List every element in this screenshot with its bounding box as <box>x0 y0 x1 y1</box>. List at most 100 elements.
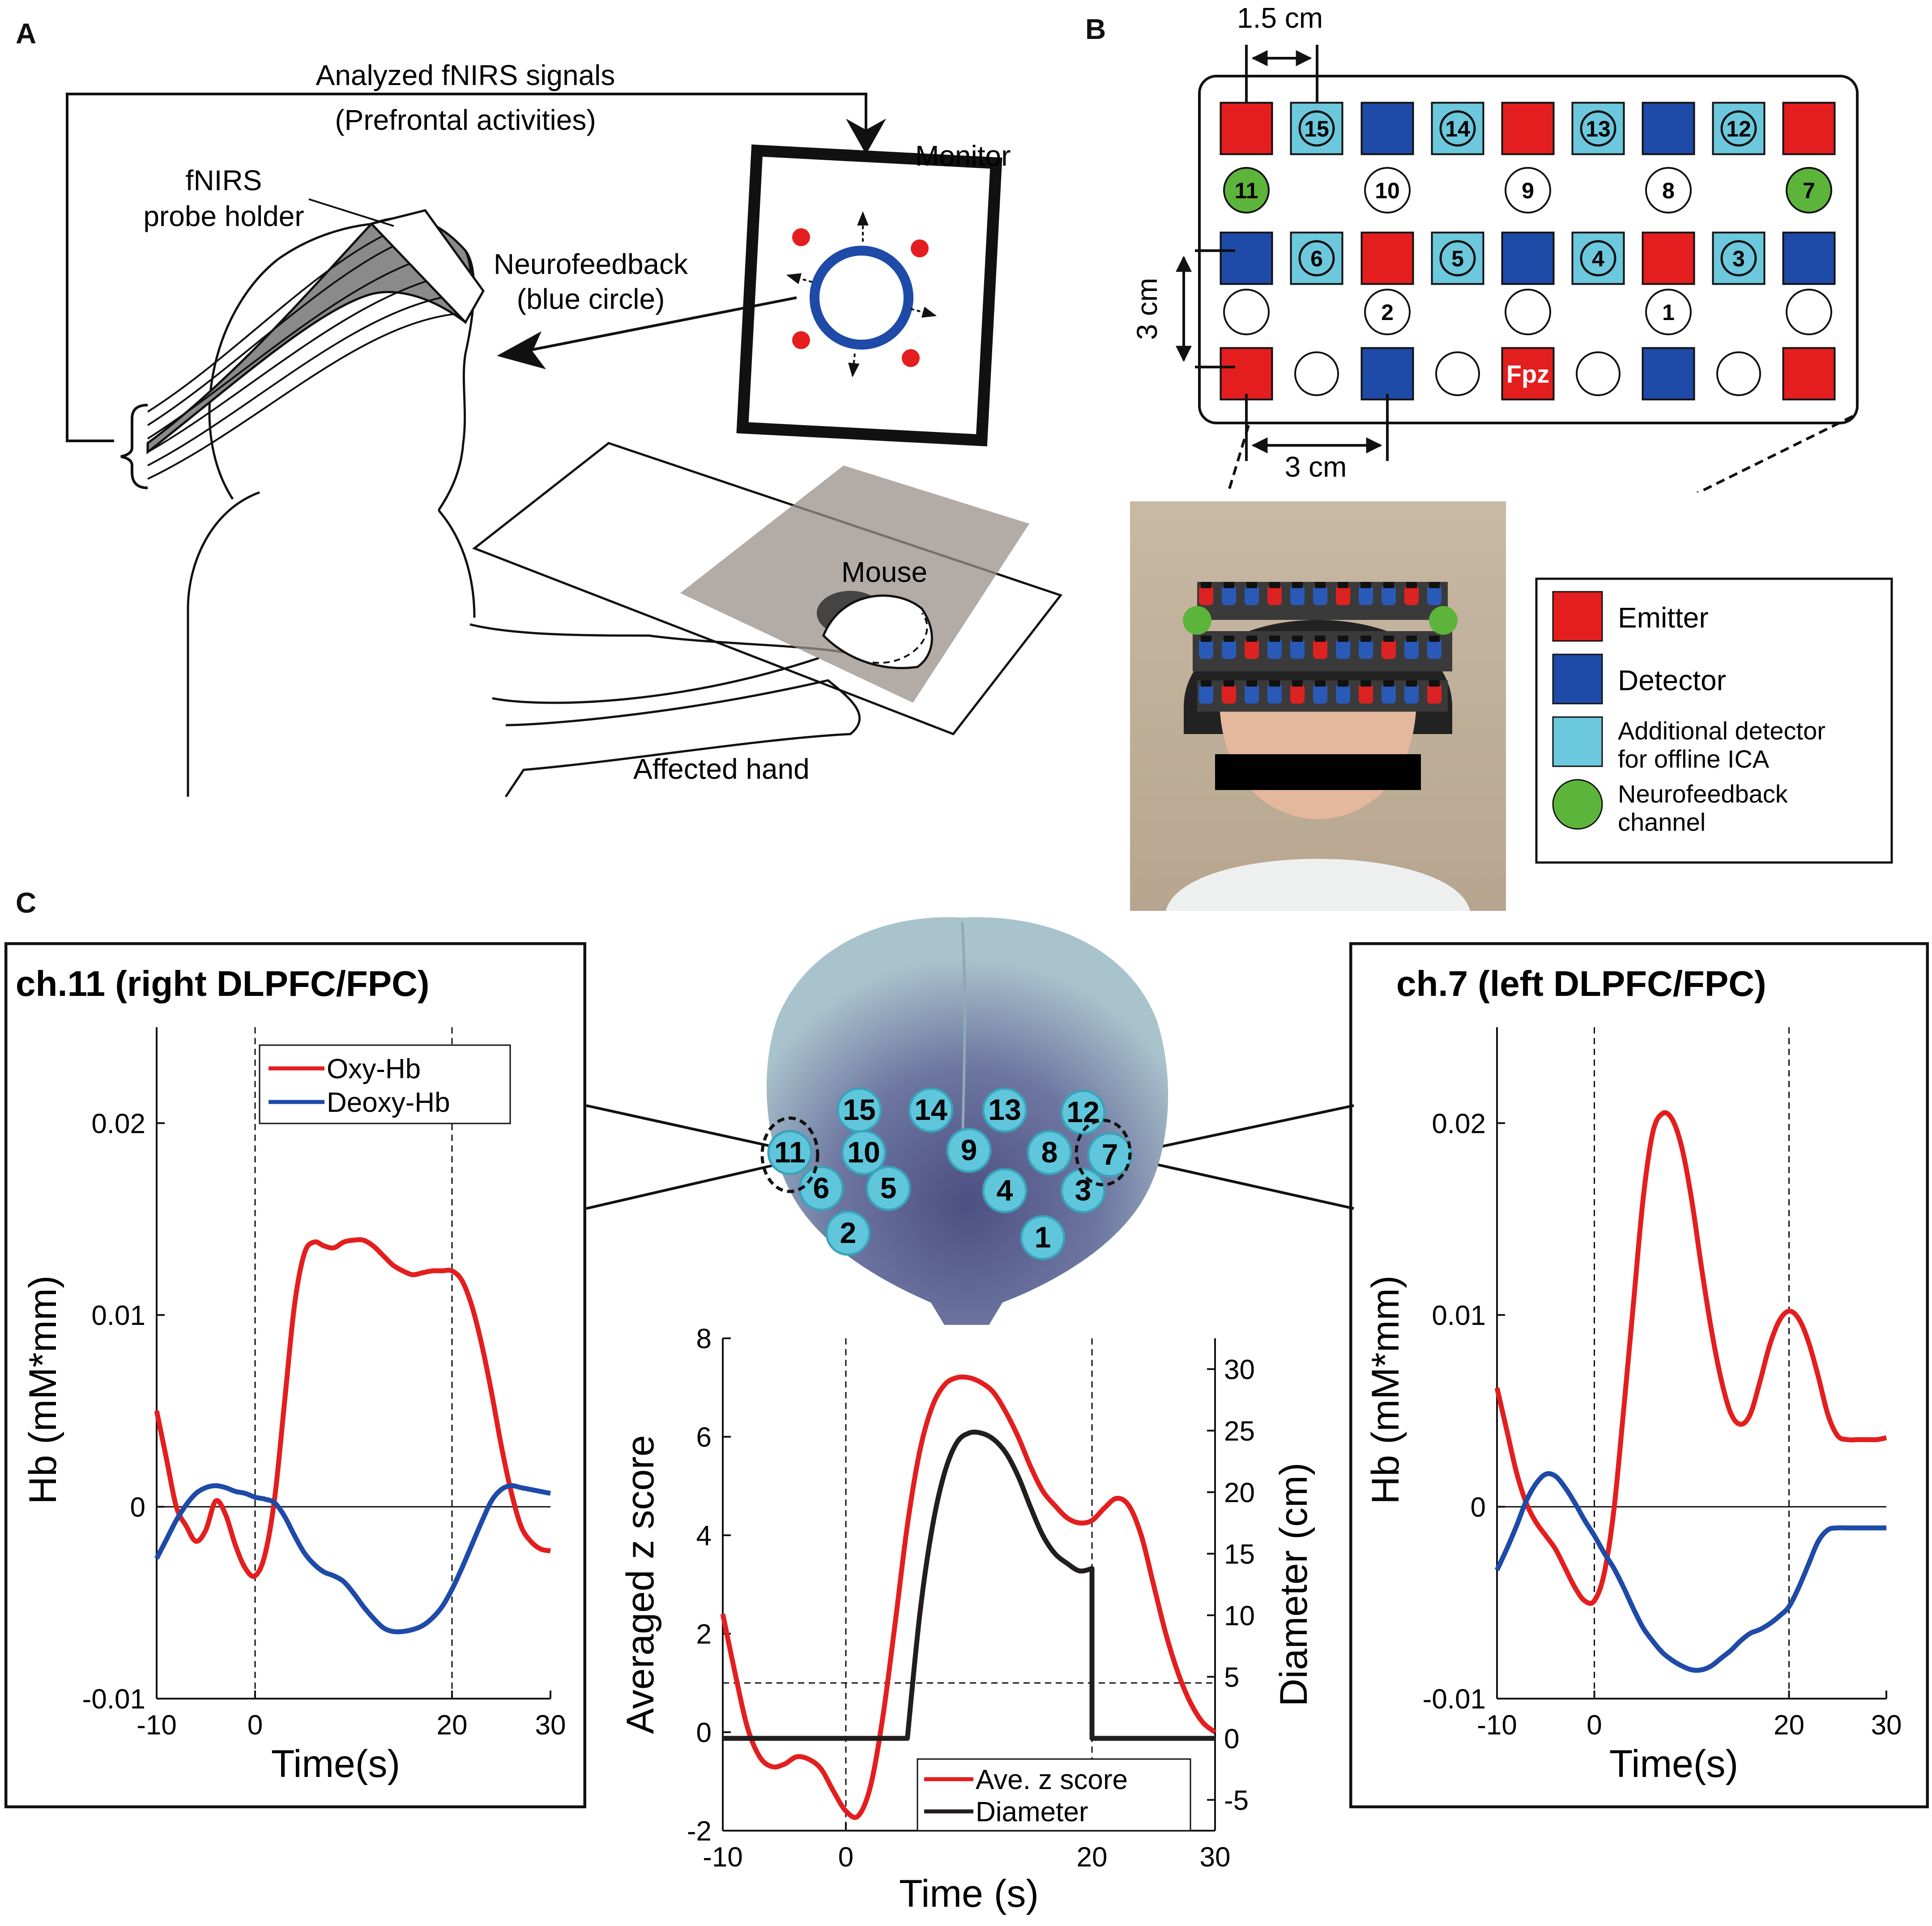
row1-emitter-8 <box>1782 102 1836 155</box>
row1-detector-2 <box>1361 102 1414 155</box>
z-y2tick: 5 <box>1224 1662 1239 1693</box>
z-y2tick: 15 <box>1224 1539 1255 1570</box>
z-y2tick: 0 <box>1224 1724 1239 1755</box>
brain-channel-label-11: 11 <box>774 1136 806 1169</box>
ch7-xtick: 20 <box>1774 1710 1804 1741</box>
legend-nf-2: channel <box>1618 808 1706 836</box>
row1-label-15: 15 <box>1304 116 1329 141</box>
z-ytick: 8 <box>696 1324 712 1354</box>
row5-empty-circle-7 <box>1716 351 1761 396</box>
row3-detector-8 <box>1782 231 1836 285</box>
monitor-icon <box>736 144 1002 447</box>
brain-channel-label-13: 13 <box>988 1093 1021 1126</box>
z-y2tick: -5 <box>1224 1785 1249 1816</box>
row3-detector-4 <box>1501 231 1555 285</box>
feedback-circle <box>810 246 913 350</box>
z-y2label: Diameter (cm) <box>1272 1463 1315 1707</box>
brain-channel-4 <box>982 1168 1028 1213</box>
ch11-legend-label-0: Oxy-Hb <box>327 1054 421 1085</box>
monitor-label: Monitor <box>915 140 1011 172</box>
brain-channel-8 <box>1027 1130 1072 1175</box>
ch11-ytick: 0 <box>130 1492 145 1523</box>
z-ytick: 2 <box>696 1619 712 1650</box>
panel-a-letter: A <box>16 17 37 50</box>
row5-detector-6 <box>1642 347 1695 401</box>
participant-photo <box>1130 501 1506 911</box>
row1-emitter-4 <box>1501 102 1555 155</box>
row1-detector-6 <box>1642 102 1695 155</box>
brain-channel-label-14: 14 <box>914 1093 947 1126</box>
row4-circle-2 <box>1505 289 1551 335</box>
z-ytick: 6 <box>696 1422 712 1453</box>
row3-detector-0 <box>1220 231 1273 285</box>
channel-label-11: 11 <box>1235 178 1258 203</box>
row1-label-13: 13 <box>1586 116 1611 141</box>
channel-label-10: 10 <box>1375 178 1400 203</box>
fpz-label: Fpz <box>1506 360 1549 388</box>
ch7-ytick: 0.01 <box>1432 1300 1486 1331</box>
z-xtick: 20 <box>1077 1842 1108 1873</box>
ch7-series-Deoxy-Hb <box>1494 1471 1886 1673</box>
probe-label-line1: fNIRS <box>186 164 262 196</box>
legend-additional-swatch <box>1552 716 1603 767</box>
brain-ch11-highlight <box>760 1116 819 1193</box>
row1-label-12: 12 <box>1726 116 1751 141</box>
row5-emitter-8 <box>1782 347 1836 401</box>
row3-label-3: 3 <box>1732 246 1745 271</box>
brain-channel-label-5: 5 <box>880 1171 897 1204</box>
row3-emitter-2 <box>1361 231 1414 285</box>
z-xtick: -10 <box>703 1842 743 1873</box>
row3-label-5: 5 <box>1451 246 1464 271</box>
brain-channel-label-8: 8 <box>1041 1136 1058 1169</box>
channel-circle-7 <box>1786 167 1832 214</box>
z-xtick: 30 <box>1200 1842 1231 1873</box>
brain-channel-3 <box>1060 1168 1106 1213</box>
row1-emitter-0 <box>1220 102 1273 155</box>
brain-channel-10 <box>841 1130 887 1175</box>
probe-band <box>146 216 473 455</box>
probe-holder-box <box>369 209 485 325</box>
anonymizing-bar <box>1215 754 1421 790</box>
legend-nf-swatch <box>1552 779 1603 830</box>
dim-left-label: 3 cm <box>1131 278 1163 340</box>
ch7-xtick: 0 <box>1587 1710 1602 1741</box>
mouse-pad <box>680 465 1029 703</box>
channel-circle-9 <box>1505 167 1551 214</box>
row5-detector-2 <box>1361 347 1414 401</box>
brain-channel-label-7: 7 <box>1102 1138 1118 1171</box>
z-ytick: 0 <box>696 1717 712 1748</box>
ch11-series-Deoxy-Hb <box>154 1483 551 1635</box>
brain-channel-label-10: 10 <box>847 1136 880 1169</box>
panel-b-letter: B <box>1085 13 1106 45</box>
row3-label-4: 4 <box>1592 246 1604 271</box>
nf-label-line1: Neurofeedback <box>494 248 688 280</box>
z-ytick: -2 <box>687 1816 712 1847</box>
chart-ch7-title: ch.7 (left DLPFC/FPC) <box>1396 964 1766 1004</box>
row4-circle-4 <box>1786 289 1832 335</box>
z-y2tick: 25 <box>1224 1416 1255 1447</box>
row3-emitter-6 <box>1642 231 1695 285</box>
legend-emitter-swatch <box>1552 591 1603 642</box>
legend-additional-1: Additional detector <box>1618 717 1825 745</box>
mouse-label: Mouse <box>841 556 927 588</box>
legend-detector-swatch <box>1552 653 1603 705</box>
z-series-avez <box>720 1374 1217 1820</box>
panel-a-illustration: Analyzed fNIRS signals (Prefrontal activ… <box>66 59 1063 798</box>
loop-arrow-head <box>846 119 886 154</box>
z-ytick: 4 <box>696 1520 712 1551</box>
panel-b-legend: Emitter Detector Additional detector for… <box>1535 577 1893 864</box>
channel-label-8: 8 <box>1662 178 1675 203</box>
z-xlabel: Time (s) <box>899 1872 1039 1915</box>
brain-channel-1 <box>1020 1215 1066 1260</box>
row3-label-6: 6 <box>1310 246 1323 271</box>
brain-channel-label-1: 1 <box>1035 1221 1051 1254</box>
z-ylabel: Averaged z score <box>622 1435 662 1734</box>
channel-label-2: 2 <box>1381 300 1394 325</box>
ch11-ytick: 0.02 <box>91 1108 145 1139</box>
channel-circle-11 <box>1223 167 1270 214</box>
ch11-xtick: -10 <box>136 1710 177 1741</box>
ch11-xlabel: Time(s) <box>271 1742 400 1785</box>
